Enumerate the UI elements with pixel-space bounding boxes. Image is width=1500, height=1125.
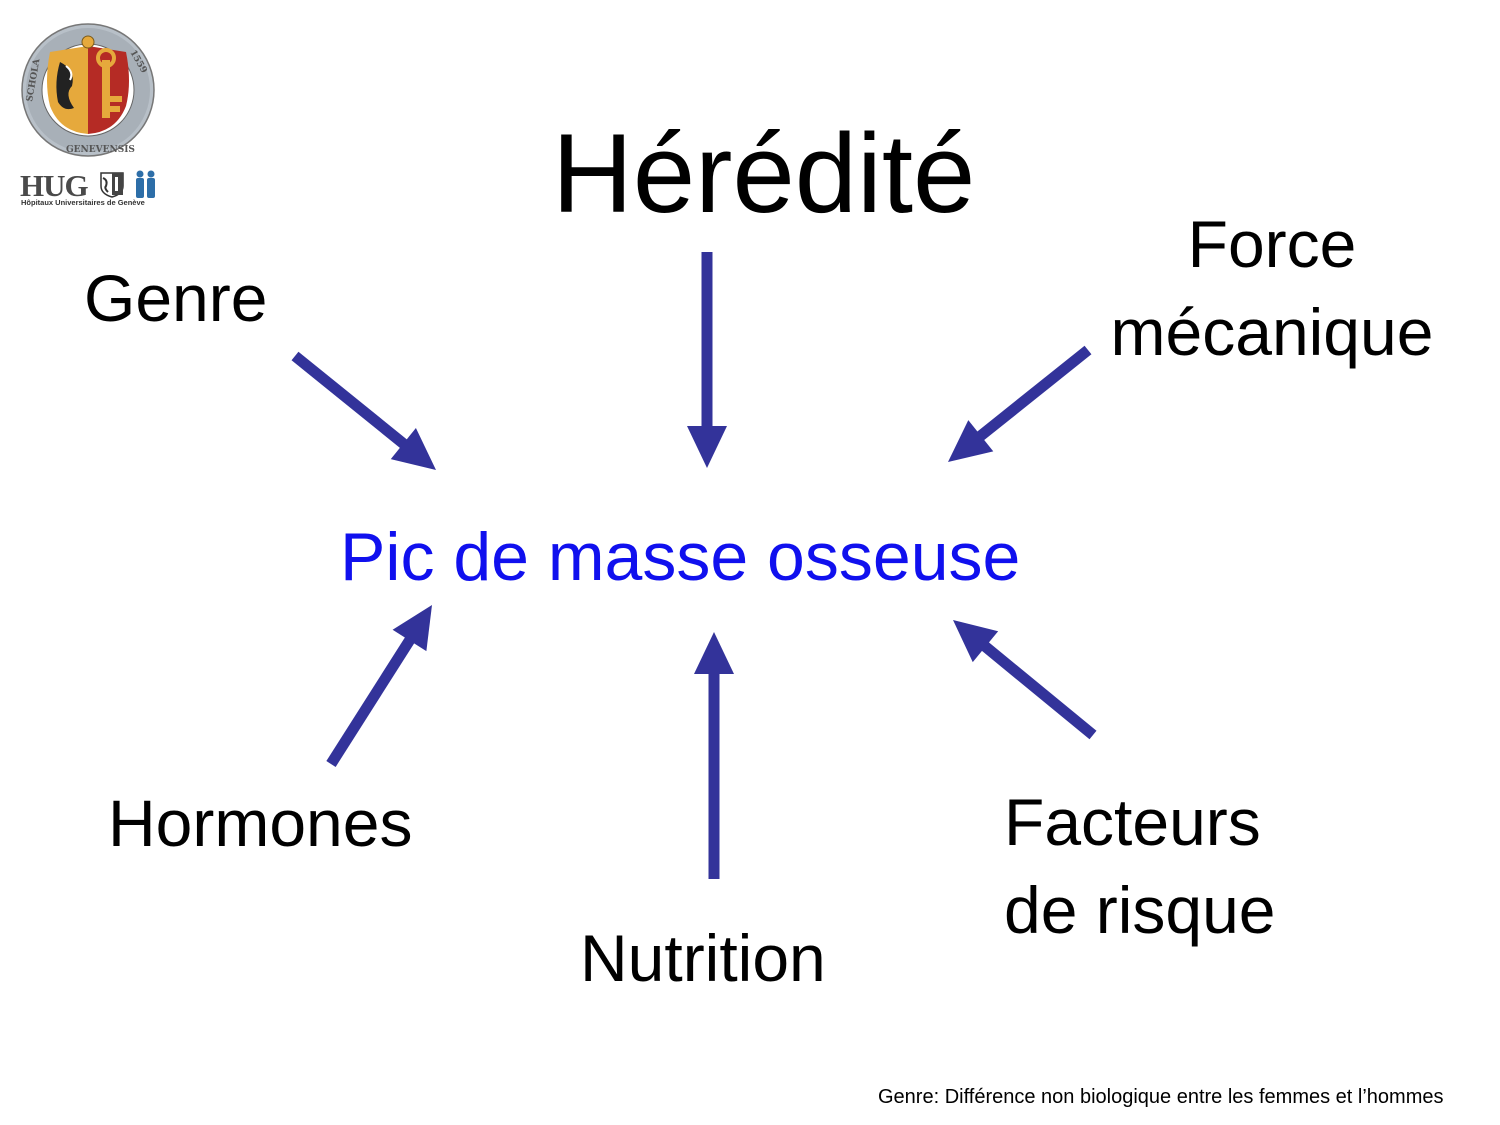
footnote: Genre: Différence non biologique entre l… <box>878 1086 1444 1108</box>
arrow-facteurs-head <box>953 620 999 663</box>
arrow-force <box>948 345 1092 462</box>
factor-force-mecanique: Force mécanique <box>1082 200 1462 376</box>
hug-subtitle: Hôpitaux Universitaires de Genève <box>21 198 145 207</box>
factor-heredite: Hérédité <box>552 111 976 236</box>
people-icon <box>136 170 155 198</box>
hug-wordmark: HUG <box>20 168 89 203</box>
arrow-genre-head <box>390 428 436 470</box>
geneva-shield-icon <box>100 172 124 198</box>
arrow-force-head <box>948 420 994 462</box>
factor-facteurs-line2: de risque <box>1004 873 1276 947</box>
arrow-force-shaft <box>975 345 1092 442</box>
arrow-heredite <box>687 252 727 468</box>
arrow-hormones <box>326 605 432 767</box>
arrow-hormones-shaft <box>326 635 416 767</box>
arrow-heredite-head <box>687 426 727 468</box>
factor-facteurs-de-risque: Facteurs de risque <box>1004 778 1276 954</box>
arrow-hormones-head <box>392 605 432 652</box>
arrow-genre <box>291 351 436 470</box>
center-label: Pic de masse osseuse <box>340 519 1021 595</box>
hug-brand: HUG <box>20 168 89 204</box>
arrow-facteurs-shaft <box>980 641 1097 740</box>
svg-text:GENEVENSIS: GENEVENSIS <box>66 145 135 155</box>
factor-hormones: Hormones <box>108 786 413 860</box>
university-seal-icon: SCHOLA GENEVENSIS 1559 <box>21 23 155 157</box>
factor-genre: Genre <box>84 261 268 335</box>
factor-force-line2: mécanique <box>1110 295 1434 369</box>
arrow-genre-shaft <box>291 351 409 450</box>
factor-facteurs-line1: Facteurs <box>1004 785 1261 859</box>
arrow-nutrition <box>694 632 734 879</box>
arrow-facteurs <box>953 620 1097 740</box>
factor-force-line1: Force <box>1187 207 1357 281</box>
arrow-nutrition-head <box>694 632 734 674</box>
hug-logo: SCHOLA GENEVENSIS 1559 HUG Hôpitaux Univ… <box>18 22 168 212</box>
factor-nutrition: Nutrition <box>580 921 826 995</box>
